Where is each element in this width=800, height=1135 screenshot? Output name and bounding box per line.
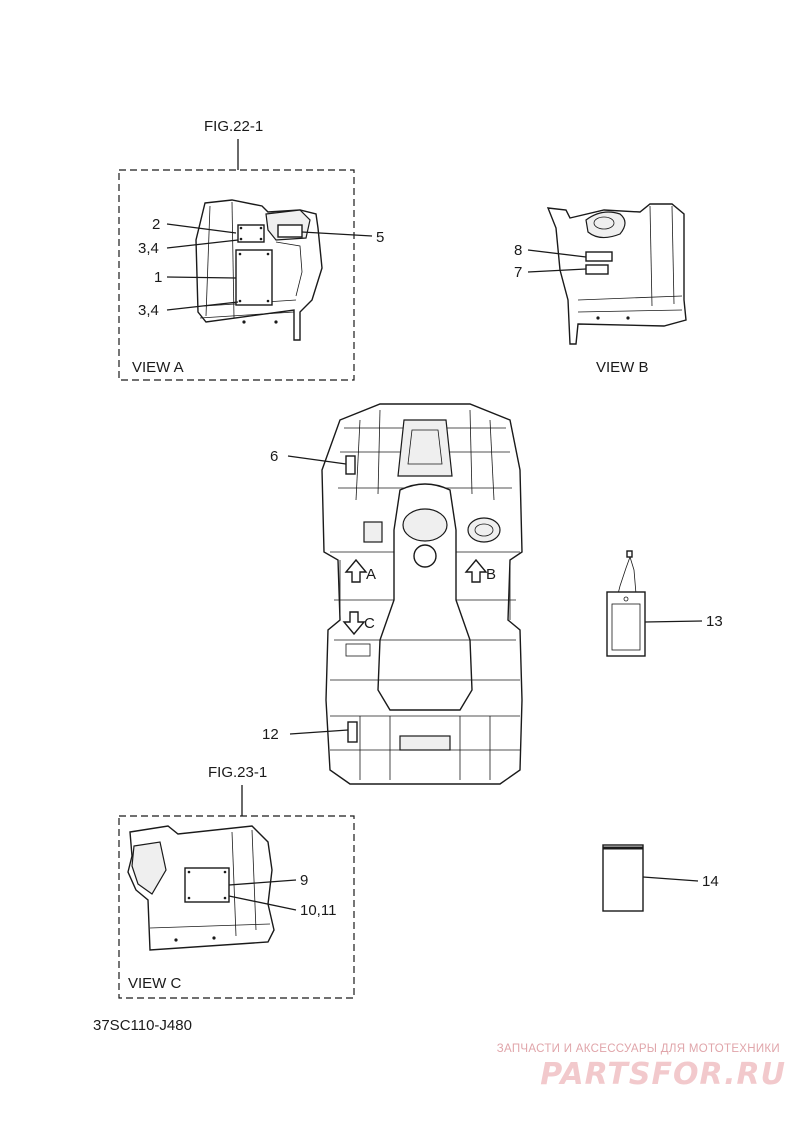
watermark-brand: PARTSFOR.RU xyxy=(540,1057,786,1092)
decal-8[interactable] xyxy=(585,251,613,262)
view-c-arrow[interactable] xyxy=(342,611,366,636)
view-c-fender-drawing xyxy=(127,825,275,951)
callout-8[interactable]: 8 xyxy=(514,242,522,259)
view-b-arrow[interactable] xyxy=(464,558,488,583)
callout-1[interactable]: 1 xyxy=(154,269,162,286)
callout-3-4-lower[interactable]: 3,4 xyxy=(138,302,159,319)
callout-3-4-upper[interactable]: 3,4 xyxy=(138,240,159,257)
decal-9[interactable] xyxy=(184,867,230,903)
decal-6[interactable] xyxy=(345,455,356,475)
watermark-tagline: ЗАПЧАСТИ И АКСЕССУАРЫ ДЛЯ МОТОТЕХНИКИ xyxy=(497,1043,780,1055)
view-b-panel: 8 7 VIEW B xyxy=(514,203,687,376)
view-a-panel: FIG.22-1 2 xyxy=(118,118,384,381)
diagram-code: 37SC110-J480 xyxy=(93,1017,192,1034)
fig-23-1-label[interactable]: FIG.23-1 xyxy=(208,764,267,781)
callout-13[interactable]: 13 xyxy=(706,613,723,630)
decal-1[interactable] xyxy=(235,249,273,306)
callout-5[interactable]: 5 xyxy=(376,229,384,246)
fig-22-1-label[interactable]: FIG.22-1 xyxy=(204,118,263,135)
atv-top-view: A B C xyxy=(321,403,523,785)
callout-7[interactable]: 7 xyxy=(514,264,522,281)
view-a-fender-drawing xyxy=(195,199,323,341)
callout-9[interactable]: 9 xyxy=(300,872,308,889)
tag-13[interactable] xyxy=(606,550,646,657)
callout-12[interactable]: 12 xyxy=(262,726,279,743)
view-a-label[interactable]: VIEW A xyxy=(132,359,184,376)
arrow-c-label: C xyxy=(364,615,375,632)
callout-14[interactable]: 14 xyxy=(702,873,719,890)
view-b-label[interactable]: VIEW B xyxy=(596,359,649,376)
view-a-arrow[interactable] xyxy=(344,558,368,583)
arrow-a-label: A xyxy=(366,566,376,583)
arrow-b-label: B xyxy=(486,566,496,583)
callout-10-11[interactable]: 10,11 xyxy=(300,902,336,919)
view-b-fender-drawing xyxy=(546,203,687,345)
view-c-label[interactable]: VIEW C xyxy=(128,975,182,992)
view-c-panel: FIG.23-1 9 10,11 VIEW C xyxy=(118,764,355,999)
decal-12[interactable] xyxy=(347,721,358,743)
booklet-14[interactable] xyxy=(602,844,644,912)
decal-5[interactable] xyxy=(277,224,303,238)
decal-2[interactable] xyxy=(237,224,265,243)
decal-7[interactable] xyxy=(585,264,609,275)
callout-2[interactable]: 2 xyxy=(152,216,160,233)
callout-6[interactable]: 6 xyxy=(270,448,278,465)
